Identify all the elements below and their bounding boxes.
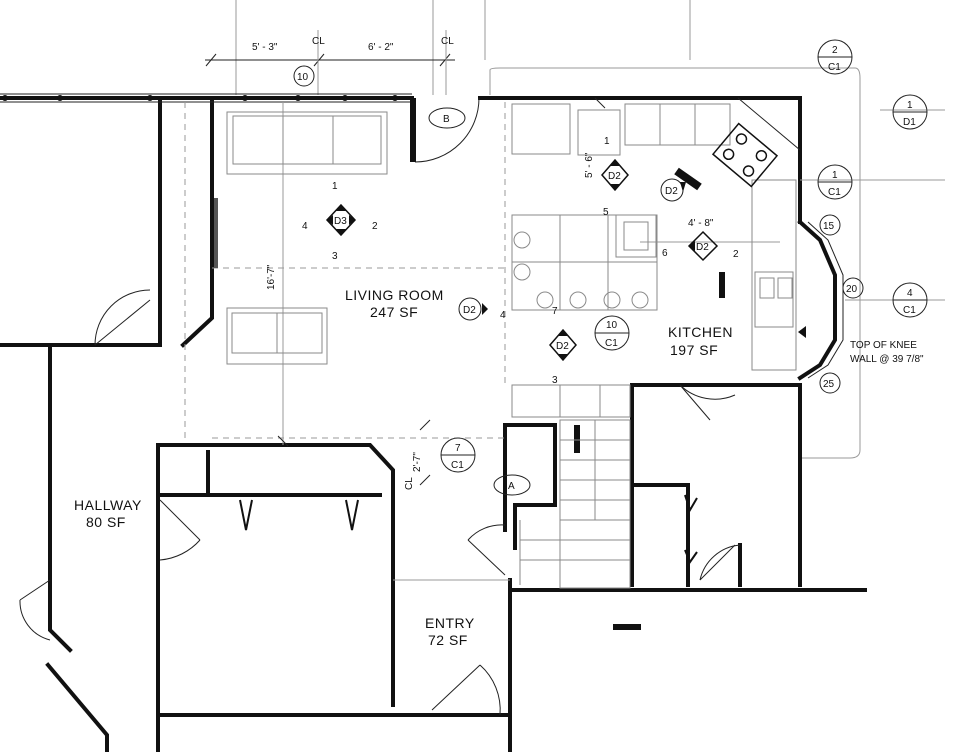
dim-kitchen-width: 4' - 8"	[688, 218, 714, 229]
knee-wall-note-line1: TOP OF KNEE	[850, 340, 917, 351]
svg-text:3: 3	[332, 251, 338, 262]
wall-number-1: 1	[604, 136, 610, 147]
wall-number-7: 7	[552, 306, 558, 317]
wall-numbers: 1 2 3 4 5 6 7	[500, 136, 739, 386]
svg-text:1: 1	[907, 100, 913, 111]
svg-text:C1: C1	[828, 62, 841, 73]
dim-top-right: 6' - 2"	[368, 42, 394, 53]
wall-number-5: 5	[603, 207, 609, 218]
svg-text:D2: D2	[463, 305, 476, 316]
dim-living-height: 16'-7"	[266, 264, 277, 290]
hallway-name: HALLWAY	[74, 497, 142, 513]
interior-dimensions: 16'-7" 5' - 6" 4' - 8" 2'-7" CL	[266, 97, 714, 490]
svg-text:7: 7	[455, 443, 461, 454]
property-lines	[235, 0, 861, 459]
svg-text:D2: D2	[665, 186, 678, 197]
elevation-marker-d2-top: D2	[601, 158, 629, 192]
wall-number-3: 3	[552, 375, 558, 386]
top-dimension-string: 5' - 3" 6' - 2" CL CL 10	[205, 30, 455, 95]
kitchen-name: KITCHEN	[668, 324, 733, 340]
north-windows	[0, 93, 412, 103]
svg-text:2: 2	[832, 45, 838, 56]
doors	[19, 97, 741, 716]
dim-kitchen-vertical: 5' - 6"	[584, 152, 595, 178]
walls	[0, 96, 867, 752]
svg-text:1: 1	[332, 181, 338, 192]
knee-wall-note-line2: WALL @ 39 7/8"	[850, 354, 924, 365]
dim-top-left: 5' - 3"	[252, 42, 278, 53]
svg-text:D2: D2	[556, 341, 569, 352]
svg-text:D2: D2	[608, 171, 621, 182]
centerline-mark-1: CL	[312, 36, 325, 47]
kitchen-area: 197 SF	[670, 342, 718, 358]
window-tags: 15 20 25	[819, 214, 864, 394]
svg-text:10: 10	[606, 320, 618, 331]
elevation-marker-d3: D3 1 2 3 4	[302, 181, 378, 262]
elevation-markers: D3 1 2 3 4 D2 D2 D2 D2	[302, 158, 719, 362]
hallway-area: 80 SF	[86, 514, 126, 530]
door-tag-b: B	[443, 114, 450, 125]
svg-text:D3: D3	[334, 216, 347, 227]
door-tags: B A	[428, 107, 531, 496]
window-tag-25: 25	[823, 379, 835, 390]
elevation-flag-d2-kitchen: D2	[660, 178, 686, 202]
centerline-mark-2: CL	[441, 36, 454, 47]
entry-name: ENTRY	[425, 615, 475, 631]
svg-text:C1: C1	[903, 305, 916, 316]
wall-number-6: 6	[662, 248, 668, 259]
dim-entry-vertical: 2'-7"	[412, 452, 423, 472]
closet-markers	[239, 494, 698, 565]
room-labels: LIVING ROOM 247 SF KITCHEN 197 SF HALLWA…	[74, 287, 733, 648]
dim-entry-centerline: CL	[404, 477, 415, 490]
callout-1-d1: 1 D1	[892, 94, 928, 130]
svg-text:D1: D1	[903, 117, 916, 128]
svg-text:C1: C1	[451, 460, 464, 471]
stairs	[519, 419, 631, 589]
callout-10-c1: 10 C1	[594, 315, 630, 351]
svg-text:C1: C1	[605, 338, 618, 349]
svg-text:4: 4	[302, 221, 308, 232]
wall-number-4: 4	[500, 310, 506, 321]
kitchen-fixtures	[511, 97, 801, 630]
detail-callouts: 2 C1 1 D1 1 C1 4 C1 10 C1	[440, 39, 928, 473]
svg-text:2: 2	[372, 221, 378, 232]
entry-area: 72 SF	[428, 632, 468, 648]
svg-text:4: 4	[907, 288, 913, 299]
elevation-marker-d2-low: D2	[549, 328, 577, 362]
callout-1-c1: 1 C1	[817, 164, 853, 200]
elevation-marker-d2-mid: D2	[687, 230, 719, 262]
living-furniture	[214, 111, 388, 365]
knee-wall-note: TOP OF KNEE WALL @ 39 7/8"	[798, 326, 924, 365]
window-tag-10-top: 10	[297, 72, 309, 83]
callout-2-c1: 2 C1	[817, 39, 853, 75]
wall-number-2: 2	[733, 249, 739, 260]
living-room-area: 247 SF	[370, 304, 418, 320]
callout-4-c1: 4 C1	[892, 282, 928, 318]
callout-7-c1: 7 C1	[440, 437, 476, 473]
window-tag-20: 20	[846, 284, 858, 295]
elevation-flag-d2-living: D2	[458, 297, 488, 321]
svg-text:D2: D2	[696, 242, 709, 253]
window-tag-15: 15	[823, 221, 835, 232]
living-room-name: LIVING ROOM	[345, 287, 444, 303]
door-tag-a: A	[508, 481, 515, 492]
svg-text:C1: C1	[828, 187, 841, 198]
svg-text:1: 1	[832, 170, 838, 181]
